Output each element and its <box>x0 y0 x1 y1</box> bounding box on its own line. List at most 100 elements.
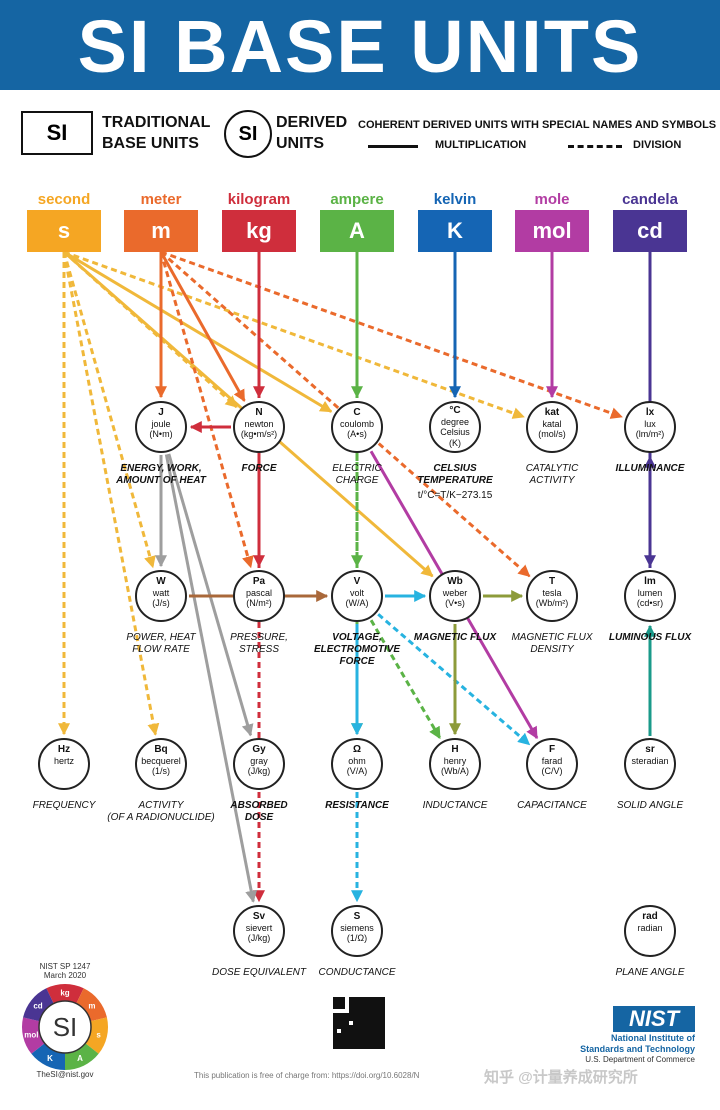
unit-name: farad <box>541 755 563 766</box>
legend-derived-circle: SI <box>224 110 272 158</box>
unit-symbol: W <box>156 576 166 587</box>
quantity-label-Hz: FREQUENCY <box>32 800 96 811</box>
unit-name: watt <box>152 587 170 598</box>
legend-solid-line <box>368 145 418 148</box>
quantity-label-degC: CELSIUS TEMPERATURE <box>417 463 493 486</box>
unit-expression: (1/Ω) <box>346 933 368 943</box>
unit-name: radian <box>637 922 663 933</box>
unit-symbol: Bq <box>154 744 168 755</box>
base-unit-box-mol: mol <box>515 210 589 252</box>
unit-expression: (lm/m²) <box>635 429 665 439</box>
legend-derived-label: DERIVED UNITS <box>276 114 348 152</box>
quantity-label-Pa: PRESSURE, STRESS <box>230 632 288 655</box>
connection-V-F <box>377 613 531 746</box>
nist-logo: NIST <box>613 1006 695 1032</box>
unit-symbol: Gy <box>252 744 266 755</box>
quantity-label-kat: CATALYTIC ACTIVITY <box>525 463 579 486</box>
unit-expression: (V•s) <box>445 598 465 608</box>
base-unit-name-cd: candela <box>622 191 678 208</box>
quantity-label-J: ENERGY, WORK, AMOUNT OF HEAT <box>116 463 206 486</box>
unit-expression: (K) <box>449 437 461 448</box>
title-banner: SI BASE UNITS <box>0 0 720 90</box>
base-unit-box-kg: kg <box>222 210 296 252</box>
quantity-label-T: MAGNETIC FLUX DENSITY <box>511 632 593 655</box>
connection-m-lx <box>160 250 623 419</box>
base-unit-box-cd: cd <box>613 210 687 252</box>
quantity-label-sr: SOLID ANGLE <box>616 800 684 811</box>
unit-symbol: T <box>548 576 556 587</box>
unit-expression: (1/s) <box>152 766 170 776</box>
unit-expression: (Wb/A) <box>441 766 469 776</box>
si-logo-segment-A <box>65 1043 99 1070</box>
connection-s-C <box>63 250 333 413</box>
unit-expression: (J/kg) <box>247 766 271 776</box>
unit-name: lumen <box>637 587 663 598</box>
unit-name: ohm <box>348 755 366 766</box>
unit-symbol: Sv <box>252 911 266 922</box>
si-logo-label-m: m <box>88 1001 95 1010</box>
unit-symbol: F <box>548 744 556 755</box>
unit-name: newton <box>244 418 274 429</box>
unit-name: henry <box>443 755 467 766</box>
connection-s-W <box>62 251 156 569</box>
unit-symbol: kat <box>544 407 560 418</box>
footer-email: TheSI@nist.gov <box>36 1070 94 1079</box>
publication-note: This publication is free of charge from:… <box>194 1071 420 1080</box>
unit-name: pascal <box>245 587 272 598</box>
quantity-label-V: VOLTAGE, ELECTROMOTIVE FORCE <box>313 632 401 667</box>
quantity-label-lm: LUMINOUS FLUX <box>608 632 692 643</box>
unit-symbol: rad <box>642 911 658 922</box>
si-logo-label-mol: mol <box>24 1031 38 1040</box>
unit-symbol: Wb <box>447 576 463 587</box>
nist-line3: U.S. Department of Commerce <box>585 1055 695 1064</box>
connection-s-Bq <box>62 251 160 736</box>
unit-name: degree Celsius <box>440 416 470 438</box>
si-logo-label-K: K <box>47 1054 53 1063</box>
unit-expression: (Wb/m²) <box>535 598 569 608</box>
unit-symbol: V <box>353 576 361 587</box>
legend-traditional-box: SI <box>21 111 93 155</box>
legend-multiplication-label: MULTIPLICATION <box>435 139 527 151</box>
base-unit-name-mol: mole <box>534 191 570 208</box>
unit-name: steradian <box>631 755 669 766</box>
footer-sp: NIST SP 1247 <box>39 962 91 971</box>
base-unit-box-K: K <box>418 210 492 252</box>
nist-line2: Standards and Technology <box>580 1044 695 1054</box>
watermark: 知乎 @计量养成研究所 <box>484 1069 638 1086</box>
base-unit-name-m: meter <box>140 191 182 208</box>
footer-date: March 2020 <box>43 971 87 980</box>
quantity-label-rad: PLANE ANGLE <box>615 967 685 978</box>
unit-name: siemens <box>340 922 374 933</box>
unit-expression: (kg•m/s²) <box>240 429 278 439</box>
si-logo-label-A: A <box>77 1054 83 1063</box>
base-unit-box-s: s <box>27 210 101 252</box>
quantity-label-Sv: DOSE EQUIVALENT <box>212 967 306 978</box>
quantity-label-Gy: ABSORBED DOSE <box>230 800 288 823</box>
unit-symbol: Ω <box>352 744 362 755</box>
legend-coherent-label: COHERENT DERIVED UNITS WITH SPECIAL NAME… <box>358 119 717 131</box>
si-logo-label-cd: cd <box>33 1001 42 1010</box>
quantity-label-F: CAPACITANCE <box>517 800 587 811</box>
base-unit-name-kg: kilogram <box>227 191 291 208</box>
unit-symbol: lx <box>645 407 655 418</box>
quantity-label-C: ELECTRIC CHARGE <box>332 463 382 486</box>
unit-expression: (A•s) <box>347 429 367 439</box>
base-unit-name-s: second <box>37 191 91 208</box>
unit-expression: (N/m²) <box>246 598 272 608</box>
unit-symbol: H <box>451 744 459 755</box>
unit-expression: (mol/s) <box>538 429 566 439</box>
unit-name: volt <box>349 587 364 598</box>
quantity-label-ohm: RESISTANCE <box>325 800 389 811</box>
quantity-label-S: CONDUCTANCE <box>318 967 396 978</box>
